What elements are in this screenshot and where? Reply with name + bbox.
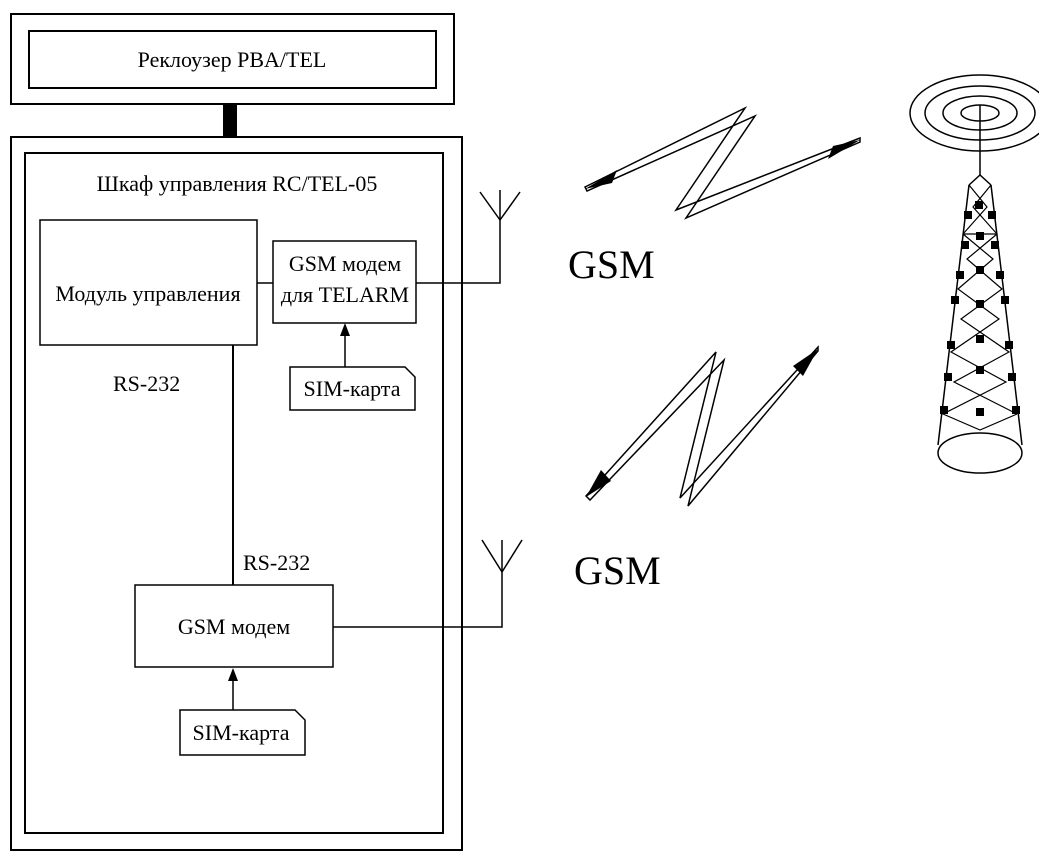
rs232-bottom-label: RS-232 (243, 550, 310, 575)
lightning-top-icon (583, 106, 861, 220)
gsm-top-label: GSM (568, 242, 655, 287)
radio-tower-icon (909, 74, 1039, 474)
sim-card-bottom-label: SIM-карта (193, 720, 290, 745)
sim-card-top: SIM-карта (289, 366, 416, 411)
gsm-modem: GSM модем (134, 584, 334, 668)
telarm-gsm-modem: GSM модем для TELARM (272, 240, 417, 324)
recloser-label: Реклоузер PBA/TEL (138, 47, 327, 72)
control-cabinet: Шкаф управления RC/TEL-05 (10, 136, 463, 851)
gsm-bottom-label: GSM (574, 548, 661, 593)
telarm-modem-line1: GSM модем (289, 251, 401, 276)
recloser-block: Реклоузер PBA/TEL (10, 13, 455, 105)
gsm-modem-label: GSM модем (178, 614, 290, 639)
control-module-label: Модуль управления (55, 281, 240, 306)
sim-card-bottom: SIM-карта (179, 709, 306, 756)
antenna-top-icon (416, 190, 521, 284)
rs232-top-label: RS-232 (113, 371, 180, 396)
cabinet-title: Шкаф управления RC/TEL-05 (97, 171, 378, 196)
control-module: Модуль управления (39, 219, 258, 346)
sim-card-top-label: SIM-карта (304, 376, 401, 401)
telarm-modem-line2: для TELARM (281, 282, 409, 307)
recloser-cabinet-connector (223, 104, 237, 137)
sim-top-arrow (340, 323, 350, 367)
sim-bottom-arrow (228, 668, 238, 710)
lightning-bottom-icon (584, 345, 819, 507)
antenna-bottom-icon (333, 539, 523, 628)
